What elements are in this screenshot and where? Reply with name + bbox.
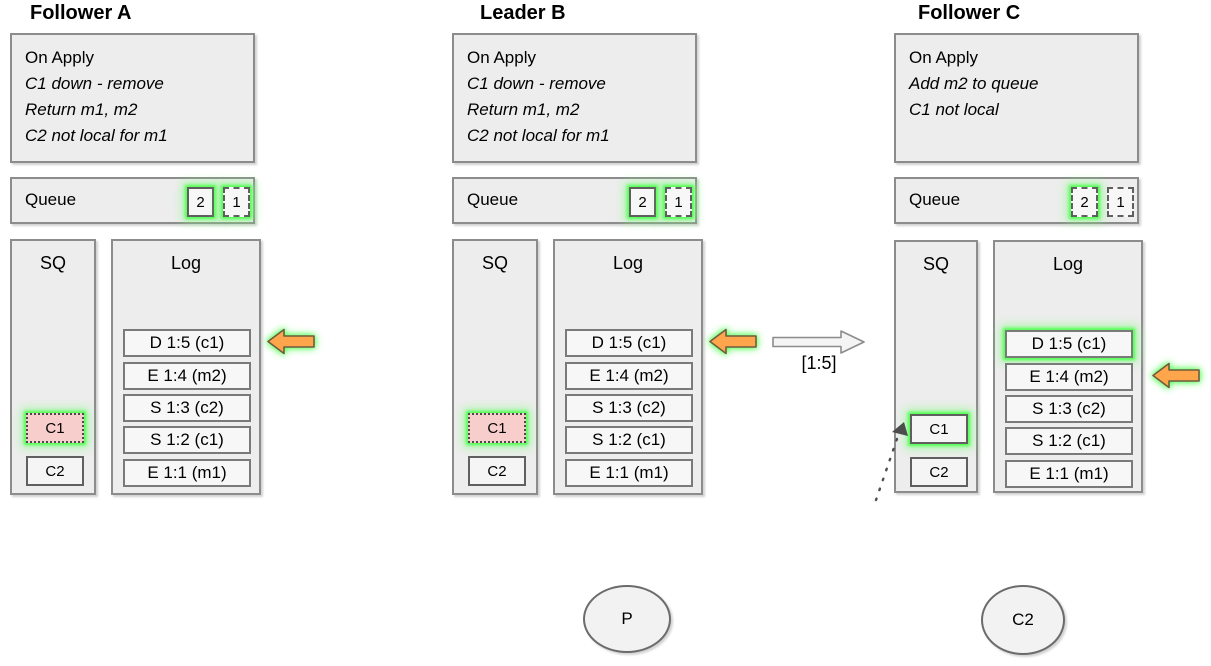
on-apply-header: On Apply	[25, 48, 94, 67]
log-entry: D 1:5 (c1)	[1005, 330, 1133, 358]
queue-label: Queue	[909, 190, 961, 209]
queue-item-2: 2	[1071, 187, 1098, 217]
node-title: Leader B	[480, 2, 566, 24]
node-leader-b: Leader B On Apply C1 down - remove Retur…	[452, 0, 712, 666]
log-panel: Log D 1:5 (c1) E 1:4 (m2) S 1:3 (c2) S 1…	[111, 239, 261, 495]
on-apply-line: Return m1, m2	[467, 100, 580, 119]
log-entry: S 1:3 (c2)	[123, 394, 251, 422]
sq-panel: SQ C1 C2	[10, 239, 96, 495]
node-follower-a: Follower A On Apply C1 down - remove Ret…	[10, 0, 270, 666]
log-label: Log	[1052, 254, 1084, 274]
queue-panel: Queue 2 1	[894, 177, 1139, 224]
log-panel: Log D 1:5 (c1) E 1:4 (m2) S 1:3 (c2) S 1…	[993, 240, 1143, 493]
queue-item-1: 1	[665, 187, 692, 217]
queue-item-2: 2	[629, 187, 656, 217]
node-title: Follower A	[30, 2, 132, 24]
sq-panel: SQ C1 C2	[894, 240, 978, 493]
log-entry: E 1:4 (m2)	[565, 362, 693, 390]
log-label: Log	[612, 253, 644, 273]
actor-c2-ellipse: C2	[981, 585, 1065, 655]
log-entry: D 1:5 (c1)	[123, 329, 251, 357]
sq-label: SQ	[39, 253, 66, 273]
queue-item-1: 1	[223, 187, 250, 217]
log-entry: S 1:3 (c2)	[565, 394, 693, 422]
on-apply-header: On Apply	[909, 48, 978, 67]
on-apply-header: On Apply	[467, 48, 536, 67]
log-entry: S 1:2 (c1)	[123, 426, 251, 454]
on-apply-line: C2 not local for m1	[467, 126, 610, 145]
node-follower-c: Follower C On Apply Add m2 to queue C1 n…	[894, 0, 1154, 666]
log-panel: Log D 1:5 (c1) E 1:4 (m2) S 1:3 (c2) S 1…	[553, 239, 703, 495]
actor-p-ellipse: P	[583, 585, 671, 653]
log-entry: E 1:1 (m1)	[1005, 460, 1133, 488]
log-entry: D 1:5 (c1)	[565, 329, 693, 357]
log-entry: S 1:2 (c1)	[565, 426, 693, 454]
sq-item-c1: C1	[468, 413, 526, 443]
sq-item-c2: C2	[26, 456, 84, 486]
sq-label: SQ	[922, 254, 949, 274]
on-apply-line: C1 down - remove	[25, 74, 164, 93]
on-apply-line: Add m2 to queue	[909, 74, 1039, 93]
queue-panel: Queue 2 1	[452, 177, 697, 224]
log-entry: S 1:2 (c1)	[1005, 427, 1133, 455]
apply-pointer-arrow-icon	[267, 328, 315, 355]
on-apply-panel: On Apply C1 down - remove Return m1, m2 …	[452, 33, 697, 163]
sq-item-c2: C2	[910, 457, 968, 487]
on-apply-line: Return m1, m2	[25, 100, 138, 119]
sq-item-c1: C1	[910, 414, 968, 444]
sq-label: SQ	[481, 253, 508, 273]
log-entry: S 1:3 (c2)	[1005, 395, 1133, 423]
on-apply-line: C2 not local for m1	[25, 126, 168, 145]
sq-panel: SQ C1 C2	[452, 239, 538, 495]
replication-range-label: [1:5]	[801, 353, 837, 373]
on-apply-panel: On Apply Add m2 to queue C1 not local	[894, 33, 1139, 163]
on-apply-line: C1 down - remove	[467, 74, 606, 93]
log-entry: E 1:4 (m2)	[1005, 363, 1133, 391]
on-apply-line: C1 not local	[909, 100, 999, 119]
log-entry: E 1:1 (m1)	[123, 459, 251, 487]
on-apply-panel: On Apply C1 down - remove Return m1, m2 …	[10, 33, 255, 163]
log-entry: E 1:1 (m1)	[565, 459, 693, 487]
apply-pointer-arrow-icon	[1152, 362, 1200, 389]
replicate-arrow-icon	[772, 330, 865, 354]
node-title: Follower C	[918, 2, 1021, 24]
queue-label: Queue	[467, 190, 519, 209]
sq-item-c2: C2	[468, 456, 526, 486]
queue-label: Queue	[25, 190, 77, 209]
apply-pointer-arrow-icon	[709, 328, 757, 355]
log-entry: E 1:4 (m2)	[123, 362, 251, 390]
log-label: Log	[170, 253, 202, 273]
sq-item-c1: C1	[26, 413, 84, 443]
queue-item-1: 1	[1107, 187, 1134, 217]
dotted-arrow-icon	[874, 422, 908, 502]
queue-item-2: 2	[187, 187, 214, 217]
queue-panel: Queue 2 1	[10, 177, 255, 224]
